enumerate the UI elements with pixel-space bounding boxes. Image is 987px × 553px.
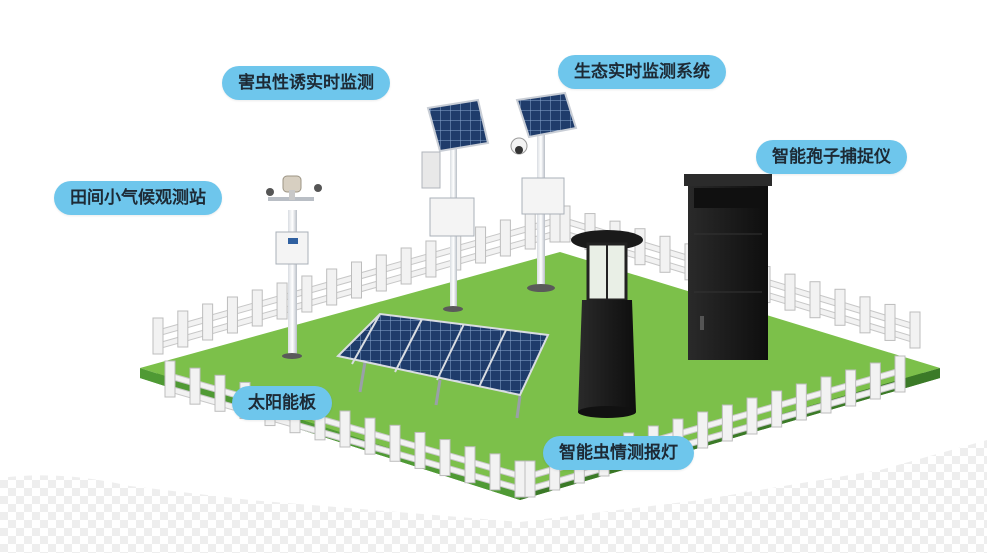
fence-post <box>276 282 288 320</box>
fence-post <box>795 383 807 421</box>
fence-post <box>301 275 313 313</box>
ecology-monitoring-station <box>510 91 578 292</box>
insect-lamp <box>571 230 643 418</box>
fence-post <box>859 296 871 334</box>
fence-post <box>389 424 401 462</box>
spore-trap <box>684 174 772 360</box>
fence-post <box>475 226 487 264</box>
fence-post <box>499 219 511 257</box>
fence-post <box>884 303 896 341</box>
fence-post <box>164 360 176 398</box>
fence-post <box>464 446 476 484</box>
fence-post <box>326 268 338 306</box>
fence-post <box>152 317 164 355</box>
fence-post <box>351 261 362 299</box>
fence-post <box>869 362 881 400</box>
fence-post <box>845 369 857 407</box>
fence-post <box>746 397 758 435</box>
fence-post <box>659 235 671 273</box>
fence-post <box>820 376 832 414</box>
fence-post <box>834 288 846 326</box>
fence-post <box>375 254 387 292</box>
fence-post <box>524 212 536 250</box>
fence-post <box>251 289 263 327</box>
weather-station <box>266 175 322 359</box>
fence-post <box>909 311 921 349</box>
label-spore-trap: 智能孢子捕捉仪 <box>756 140 907 174</box>
fence-post <box>177 310 189 348</box>
label-ecology-system: 生态实时监测系统 <box>558 55 726 89</box>
fence-post <box>425 240 437 278</box>
label-pest-lure: 害虫性诱实时监测 <box>222 66 390 100</box>
fence-post <box>439 439 451 477</box>
fence-post <box>559 205 571 243</box>
fence-post <box>894 355 906 393</box>
fence-post <box>634 228 646 266</box>
solar-array <box>335 312 550 419</box>
fence-post <box>771 390 783 428</box>
fence-post <box>189 367 201 405</box>
fence-post <box>514 460 526 498</box>
fence-post <box>414 431 426 469</box>
fence-post <box>784 273 796 311</box>
label-solar-panel: 太阳能板 <box>232 386 332 420</box>
fence-post <box>364 417 376 455</box>
fence-post <box>202 303 214 341</box>
fence-post <box>226 296 238 334</box>
fence-post <box>489 453 501 491</box>
fence-post <box>214 374 226 412</box>
label-weather-station: 田间小气候观测站 <box>54 181 222 215</box>
fence-post <box>809 281 821 319</box>
pest-lure-station <box>421 98 490 312</box>
fence-post <box>400 247 412 285</box>
fence-post <box>339 410 351 448</box>
label-insect-lamp: 智能虫情测报灯 <box>543 436 694 470</box>
fence-post <box>524 460 536 498</box>
background-checker <box>0 440 987 553</box>
fence-post <box>697 411 709 449</box>
fence-post <box>721 404 733 442</box>
